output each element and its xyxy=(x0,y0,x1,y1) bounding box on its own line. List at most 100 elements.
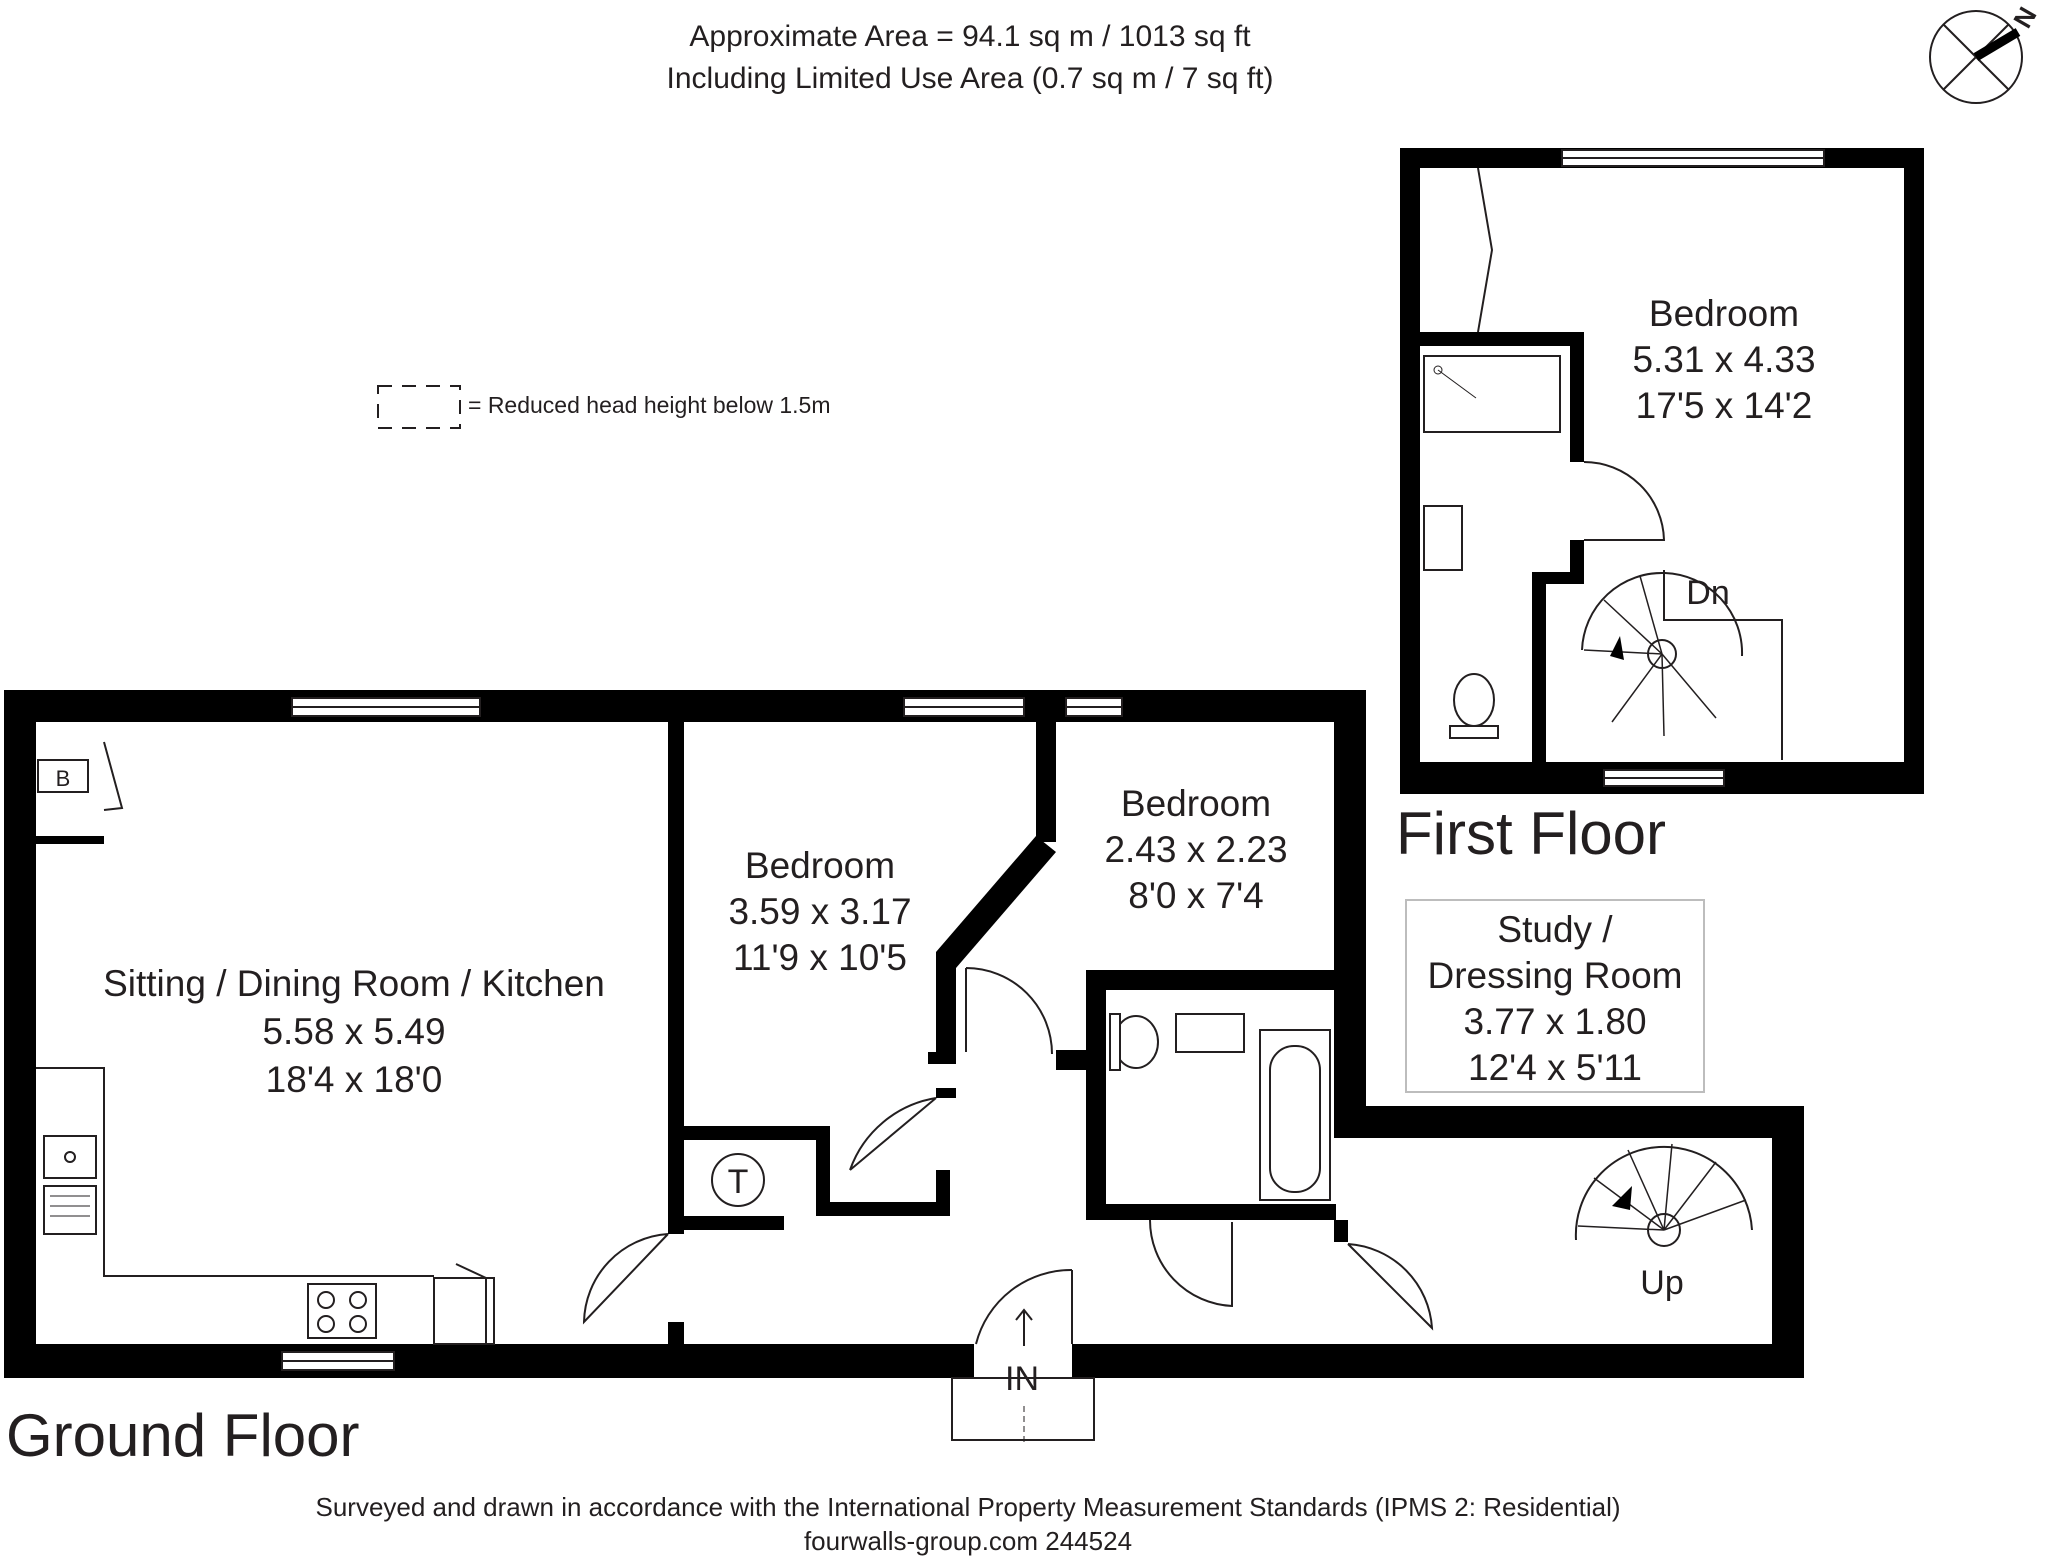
drainer-icon xyxy=(43,1185,97,1235)
door xyxy=(1148,1219,1233,1308)
wall xyxy=(936,952,956,1064)
first-floor-fixtures xyxy=(1423,167,1783,760)
footer: Surveyed and drawn in accordance with th… xyxy=(315,1492,1620,1556)
first-floor-windows xyxy=(1561,149,1825,787)
stairs-down-label: Dn xyxy=(1686,574,1729,612)
wall xyxy=(936,836,1056,968)
ground-floor-room-labels: Sitting / Dining Room / Kitchen 5.58 x 5… xyxy=(103,783,1684,1398)
north-arrow-icon xyxy=(1973,28,2021,61)
bath-inner xyxy=(1269,1045,1321,1193)
wall xyxy=(1056,1050,1088,1070)
room-bedroom-1: Bedroom 3.59 x 3.17 11'9 x 10'5 xyxy=(728,845,911,978)
boiler-box xyxy=(37,759,89,793)
wall xyxy=(668,722,684,1234)
door xyxy=(103,741,124,811)
ground-floor-title: Ground Floor xyxy=(6,1402,360,1469)
wall xyxy=(1772,1106,1804,1378)
wall xyxy=(1086,970,1336,990)
wall xyxy=(1072,1344,1804,1378)
first-floor-title: First Floor xyxy=(1396,800,1666,867)
room-name: Bedroom xyxy=(745,845,895,886)
limited-use-area: Including Limited Use Area (0.7 sq m / 7… xyxy=(667,62,1274,95)
wall xyxy=(36,836,104,844)
legend-text: = Reduced head height below 1.5m xyxy=(468,392,831,418)
room-name: Sitting / Dining Room / Kitchen xyxy=(103,963,605,1004)
stairs-up-label: Up xyxy=(1640,1264,1683,1302)
stair-rail xyxy=(1663,570,1783,760)
survey-reference: fourwalls-group.com 244524 xyxy=(804,1526,1132,1556)
water-tank-icon xyxy=(711,1153,765,1207)
wall xyxy=(936,1088,956,1098)
room-metric: 3.59 x 3.17 xyxy=(728,891,911,932)
ground-floor-fixtures: B T xyxy=(36,759,1753,1446)
north-compass: N xyxy=(1929,2,2043,104)
wall xyxy=(1334,1106,1804,1138)
room-study-dressing: Study / Dressing Room 3.77 x 1.80 12'4 x… xyxy=(1428,909,1683,1088)
wall xyxy=(1420,332,1584,346)
basin-icon xyxy=(1175,1013,1245,1053)
wall xyxy=(684,1216,784,1230)
ground-floor-windows xyxy=(281,697,1123,1371)
legend: = Reduced head height below 1.5m xyxy=(377,385,831,429)
room-sitting-dining-kitchen: Sitting / Dining Room / Kitchen 5.58 x 5… xyxy=(103,963,605,1100)
sink-icon xyxy=(43,1135,97,1179)
standards-statement: Surveyed and drawn in accordance with th… xyxy=(315,1492,1620,1522)
ground-floor-walls xyxy=(4,690,1804,1378)
reduced-height-swatch xyxy=(377,385,461,429)
basin-icon xyxy=(1423,505,1463,571)
wall xyxy=(684,1126,830,1140)
wall xyxy=(1334,690,1366,1110)
header: Approximate Area = 94.1 sq m / 1013 sq f… xyxy=(667,20,1274,95)
room-name: Bedroom xyxy=(1649,293,1799,334)
room-name: Dressing Room xyxy=(1428,955,1683,996)
room-imperial: 18'4 x 18'0 xyxy=(266,1059,443,1100)
room-metric: 5.58 x 5.49 xyxy=(262,1011,445,1052)
room-metric: 2.43 x 2.23 xyxy=(1104,829,1287,870)
hob-icon xyxy=(307,1283,377,1339)
cistern xyxy=(1109,1013,1121,1071)
room-metric: 5.31 x 4.33 xyxy=(1632,339,1815,380)
stair-arrow-icon xyxy=(1612,1186,1632,1210)
wall xyxy=(4,690,36,1378)
wall xyxy=(936,1170,950,1216)
tank-label: T xyxy=(728,1163,749,1201)
front-door xyxy=(975,1268,1073,1345)
shower-icon xyxy=(1423,355,1561,433)
kitchen-counter xyxy=(36,1067,434,1277)
room-imperial: 12'4 x 5'11 xyxy=(1468,1047,1642,1088)
door xyxy=(582,1233,669,1325)
cistern xyxy=(1449,725,1499,739)
boiler-label: B xyxy=(56,766,71,791)
entry-arrow-icon xyxy=(1015,1308,1033,1346)
room-imperial: 8'0 x 7'4 xyxy=(1128,875,1264,916)
cupboard xyxy=(433,1277,495,1345)
area-summary: Approximate Area = 94.1 sq m / 1013 sq f… xyxy=(689,20,1251,53)
room-imperial: 11'9 x 10'5 xyxy=(733,937,907,978)
wall xyxy=(1334,1220,1348,1242)
spiral-stairs-up xyxy=(1574,1145,1753,1241)
door xyxy=(965,967,1053,1055)
spiral-stairs-down xyxy=(1581,572,1744,657)
wall xyxy=(1904,148,1924,794)
stair-arrow-icon xyxy=(1610,636,1624,660)
wall xyxy=(1086,1204,1236,1220)
wall xyxy=(1570,540,1584,582)
room-name: Bedroom xyxy=(1121,783,1271,824)
first-floor-room-labels: Bedroom 5.31 x 4.33 17'5 x 14'2 Dn xyxy=(1632,293,1815,612)
ensuite-door xyxy=(1583,461,1666,541)
entrance-label: IN xyxy=(1005,1360,1039,1398)
wall xyxy=(1532,572,1546,762)
room-name: Study / xyxy=(1497,909,1613,950)
ground-floor-doors xyxy=(103,741,1434,1345)
wall xyxy=(830,1202,950,1216)
room-metric: 3.77 x 1.80 xyxy=(1463,1001,1646,1042)
wardrobe-door xyxy=(1477,167,1494,333)
wall xyxy=(4,1344,974,1378)
room-imperial: 17'5 x 14'2 xyxy=(1636,385,1813,426)
entrance-step xyxy=(951,1377,1095,1441)
wall xyxy=(1236,1204,1336,1220)
door xyxy=(455,1263,487,1344)
wall xyxy=(1086,970,1106,1220)
room-first-floor-bedroom: Bedroom 5.31 x 4.33 17'5 x 14'2 xyxy=(1632,293,1815,426)
